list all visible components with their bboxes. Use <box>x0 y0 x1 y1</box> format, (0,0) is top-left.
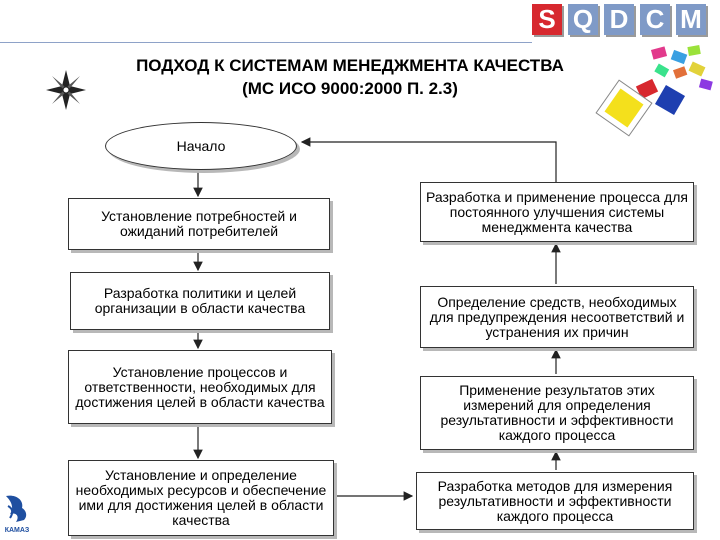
start-node: Начало <box>105 122 297 170</box>
step-apply-measurements: Применение результатов этих измерений дл… <box>420 376 694 450</box>
step-resources: Установление и определение необходимых р… <box>68 460 334 536</box>
step-measurement-methods: Разработка методов для измерения результ… <box>416 472 694 530</box>
brand-letter-d: D <box>604 4 634 35</box>
brand-letter-q: Q <box>568 4 598 35</box>
step-customer-needs: Установление потребностей и ожиданий пот… <box>68 198 330 250</box>
step-continual-improvement: Разработка и применение процесса для пос… <box>420 182 694 242</box>
brand-letter-c: C <box>640 4 670 35</box>
brand-letter-m: M <box>676 4 706 35</box>
kamaz-logo-icon <box>6 495 27 522</box>
brand-letter-s: S <box>532 4 562 35</box>
page-title: ПОДХОД К СИСТЕМАМ МЕНЕДЖМЕНТА КАЧЕСТВА <box>136 56 564 75</box>
page-subtitle: (МС ИСО 9000:2000 П. 2.3) <box>242 79 458 98</box>
kamaz-logo-text: КАМАЗ <box>4 527 30 534</box>
step-processes: Установление процессов и ответственности… <box>68 350 332 424</box>
colored-cards-icon <box>595 45 713 137</box>
compass-rose-icon <box>46 70 86 110</box>
step-prevention-means: Определение средств, необходимых для пре… <box>420 286 694 348</box>
header-rule <box>0 42 532 43</box>
step-quality-policy: Разработка политики и целей организации … <box>70 272 330 330</box>
